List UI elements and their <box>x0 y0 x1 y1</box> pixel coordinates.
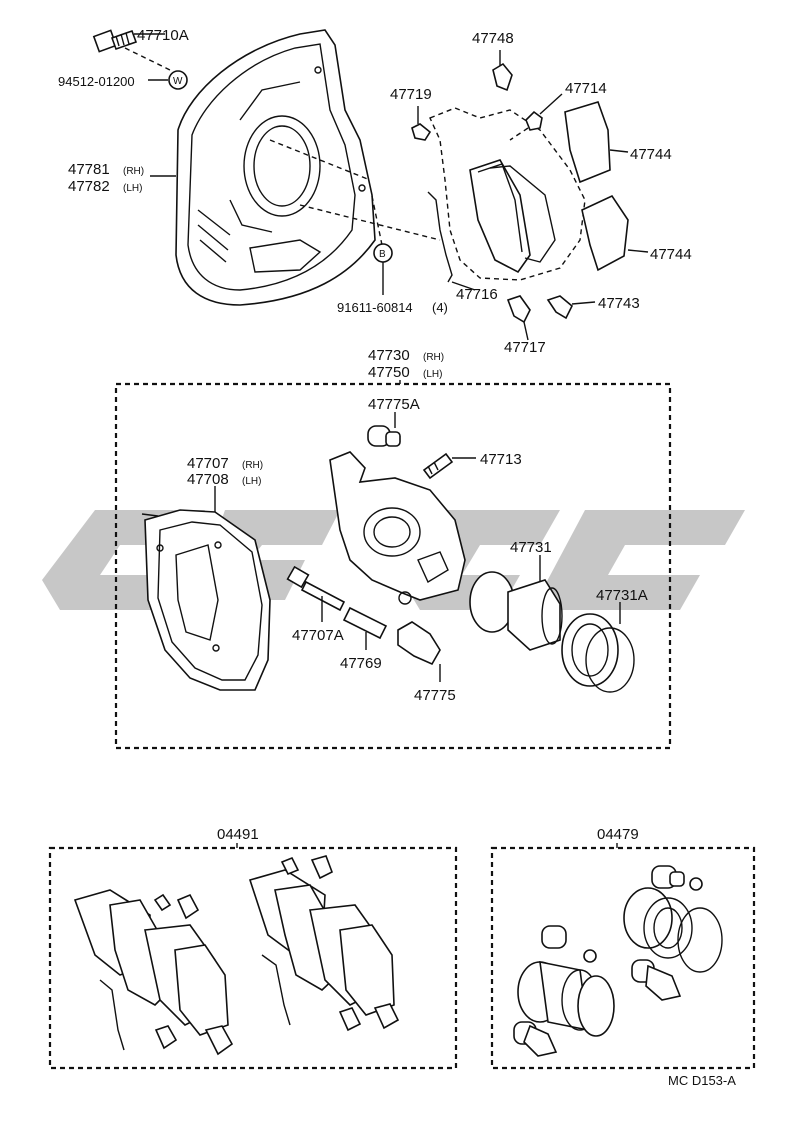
label-47731a: 47731A <box>596 587 648 604</box>
label-47750: 47750 <box>368 364 410 381</box>
pad-kit-box <box>48 846 458 1070</box>
shim-47744a-part <box>564 101 611 184</box>
label-47743: 47743 <box>598 295 640 312</box>
caliper-group <box>141 412 635 693</box>
label-04491: 04491 <box>217 826 259 843</box>
b-mark: B <box>379 249 386 260</box>
clip-47717-part <box>506 295 531 324</box>
label-91611-qty: (4) <box>432 300 448 315</box>
label-47775a: 47775A <box>368 396 420 413</box>
dust-cover-group: W B <box>92 29 441 306</box>
shim-47714-part <box>525 110 543 131</box>
cylinder-kit-group <box>513 865 723 1057</box>
spring-47716-part <box>427 191 453 283</box>
label-47730-rh: (RH) <box>423 352 444 363</box>
bushing-47769-part <box>342 606 388 640</box>
label-47708-lh: (LH) <box>242 476 261 487</box>
label-47769: 47769 <box>340 655 382 672</box>
label-47748: 47748 <box>472 30 514 47</box>
washer-w-symbol <box>168 70 188 90</box>
label-47707-rh: (RH) <box>242 460 263 471</box>
label-94512-01200: 94512-01200 <box>58 74 135 89</box>
label-47717: 47717 <box>504 339 546 356</box>
pad-assembly-group <box>411 50 649 341</box>
label-47781: 47781 <box>68 161 110 178</box>
drawing-code: MC D153-A <box>668 1073 736 1088</box>
w-mark: W <box>173 76 183 87</box>
label-47707a: 47707A <box>292 627 344 644</box>
label-47710a: 47710A <box>137 27 189 44</box>
label-47730: 47730 <box>368 347 410 364</box>
piston-47731-part <box>507 579 561 651</box>
clip-47719-part <box>411 123 432 141</box>
label-04479: 04479 <box>597 826 639 843</box>
label-47750-lh: (LH) <box>423 369 442 380</box>
pad-kit-group <box>73 855 400 1056</box>
label-47707: 47707 <box>187 455 229 472</box>
label-47744-b: 47744 <box>650 246 692 263</box>
clip-47743-part <box>546 295 573 320</box>
label-47708: 47708 <box>187 471 229 488</box>
label-47782: 47782 <box>68 178 110 195</box>
label-47713: 47713 <box>480 451 522 468</box>
label-47781-rh: (RH) <box>123 166 144 177</box>
clip-47748-part <box>492 62 513 92</box>
label-47719: 47719 <box>390 86 432 103</box>
seal-47731a-part <box>561 613 619 687</box>
label-47775: 47775 <box>414 687 456 704</box>
label-47716: 47716 <box>456 286 498 303</box>
caliper-body <box>329 451 466 601</box>
label-47744-a: 47744 <box>630 146 672 163</box>
boot-47775-part <box>397 621 441 666</box>
label-47782-lh: (LH) <box>123 183 142 194</box>
bolt-47710a-part <box>92 29 138 53</box>
pin-bolt-47707a-part <box>300 580 346 612</box>
mounting-47707-part <box>144 509 271 691</box>
label-47714: 47714 <box>565 80 607 97</box>
label-47731: 47731 <box>510 539 552 556</box>
dust-cover-plate <box>175 29 376 306</box>
label-91611-60814: 91611-60814 <box>337 300 413 315</box>
cylinder-kit-box <box>490 846 756 1070</box>
shim-47744b-part <box>581 194 629 272</box>
